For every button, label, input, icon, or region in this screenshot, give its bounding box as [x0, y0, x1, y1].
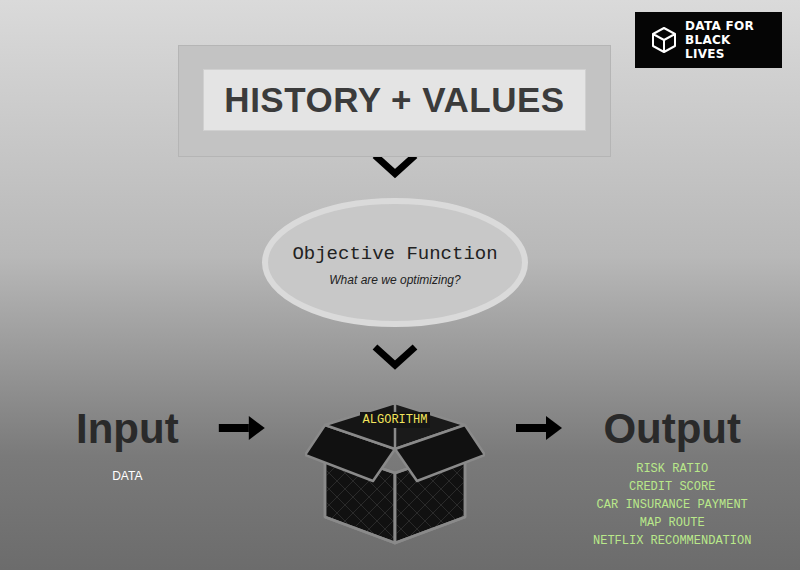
flow-arrow	[516, 416, 562, 440]
cube-outline	[653, 28, 675, 52]
output-item: CREDIT SCORE	[629, 478, 715, 496]
ellipse-shape	[265, 201, 525, 324]
output-item: RISK RATIO	[636, 460, 708, 478]
objective-question: What are we optimizing?	[329, 273, 460, 287]
input-block: InputDATA	[76, 405, 179, 483]
input-data-label: DATA	[112, 469, 142, 483]
objective-heading: Objective Function	[292, 243, 497, 265]
output-item: MAP ROUTE	[640, 514, 705, 532]
input-heading: Input	[76, 405, 179, 453]
title-box: HISTORY + VALUES	[203, 69, 586, 131]
logo-text: DATA FOR BLACK LIVES	[685, 19, 774, 61]
logo-box: DATA FOR BLACK LIVES	[635, 12, 782, 68]
output-item: NETFLIX RECOMMENDATION	[593, 532, 751, 550]
flow-arrow	[219, 416, 265, 440]
objective-ellipse: Objective FunctionWhat are we optimizing…	[262, 198, 528, 327]
title-text: HISTORY + VALUES	[224, 80, 564, 120]
cube-icon	[651, 26, 677, 54]
output-heading: Output	[603, 405, 741, 453]
flow-arrow	[375, 156, 415, 174]
box-illustration	[305, 385, 485, 545]
algorithm-label: ALGORITHM	[360, 412, 431, 428]
flow-arrow	[375, 347, 415, 365]
output-item: CAR INSURANCE PAYMENT	[597, 496, 748, 514]
output-block: OutputRISK RATIOCREDIT SCORECAR INSURANC…	[593, 405, 751, 550]
box-right-flap	[395, 425, 485, 481]
algorithm-box: ALGORITHM	[305, 385, 485, 545]
